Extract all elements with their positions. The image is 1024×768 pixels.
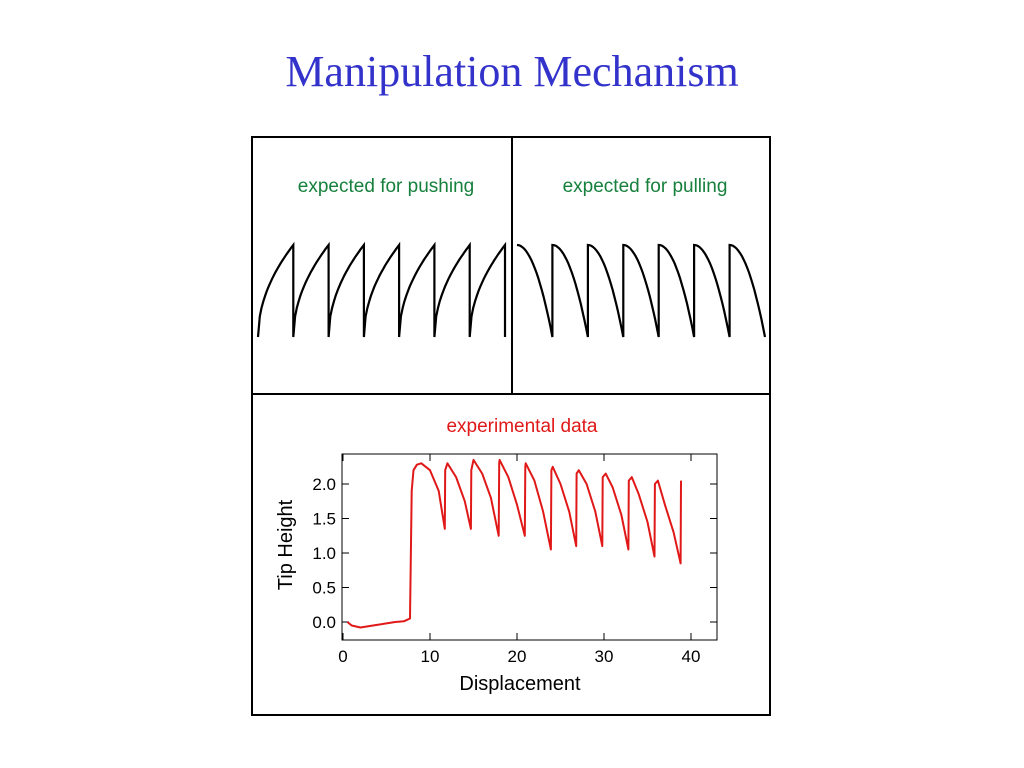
experimental-panel-label: experimental data xyxy=(446,416,597,437)
pulling-sawtooth-curve xyxy=(516,243,767,338)
pulling-panel-label: expected for pulling xyxy=(563,176,728,197)
y-tick-label: 1.5 xyxy=(312,510,336,529)
x-axis-ticks: 0 10 20 30 40 xyxy=(338,454,700,666)
pushing-panel-label: expected for pushing xyxy=(298,176,474,197)
x-tick-label: 40 xyxy=(682,647,701,666)
pushing-sawtooth-curve xyxy=(256,241,507,338)
x-tick-label: 0 xyxy=(338,647,347,666)
y-axis-label: Tip Height xyxy=(275,499,297,590)
y-tick-label: 2.0 xyxy=(312,475,336,494)
x-axis-label: Displacement xyxy=(459,673,581,695)
y-axis-ticks: 0.0 0.5 1.0 1.5 2.0 xyxy=(312,475,717,632)
x-tick-label: 20 xyxy=(508,647,527,666)
plot-area-frame xyxy=(341,453,718,641)
slide-title: Manipulation Mechanism xyxy=(285,47,739,96)
y-tick-label: 0.5 xyxy=(312,579,336,598)
figure-frame xyxy=(251,136,771,716)
y-tick-label: 0.0 xyxy=(312,613,336,632)
experimental-data-line xyxy=(346,458,682,629)
y-tick-label: 1.0 xyxy=(312,544,336,563)
x-tick-label: 30 xyxy=(595,647,614,666)
x-tick-label: 10 xyxy=(421,647,440,666)
